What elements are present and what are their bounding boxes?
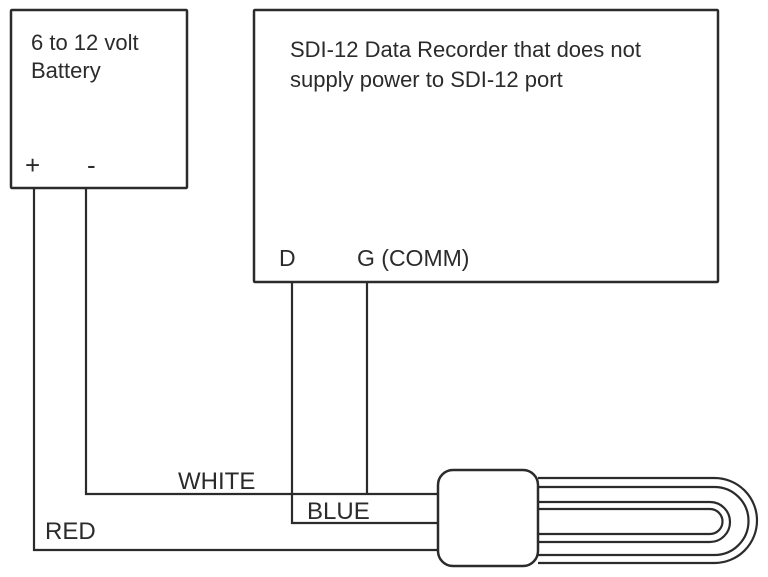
recorder-terminal-d-label: D <box>279 245 296 271</box>
recorder-label-line2: supply power to SDI-12 port <box>290 67 563 92</box>
wire-label-white: WHITE <box>178 468 255 495</box>
battery-label-line1: 6 to 12 volt <box>31 30 139 55</box>
sensor-connector <box>436 468 540 568</box>
battery-positive-terminal-label: + <box>25 150 40 180</box>
recorder-box <box>252 8 720 284</box>
battery-box <box>9 8 189 190</box>
cable-loop-outer-edge <box>538 476 759 565</box>
battery-label-line2: Battery <box>31 58 101 83</box>
recorder-label-line1: SDI-12 Data Recorder that does not <box>290 37 641 62</box>
recorder-terminal-g-label: G (COMM) <box>357 245 469 271</box>
cable-loop-inner-inner-edge <box>538 507 724 536</box>
wire-label-red: RED <box>45 518 96 545</box>
wire-white <box>84 188 438 496</box>
sensor-cable-loop <box>538 476 759 565</box>
wire-label-blue: BLUE <box>307 498 370 525</box>
wire-blue <box>290 282 438 525</box>
battery-negative-terminal-label: - <box>87 150 96 180</box>
cable-loop-outer-inner-edge <box>538 485 750 557</box>
cable-loop-inner-edge <box>538 500 732 544</box>
wire-red <box>32 188 438 552</box>
